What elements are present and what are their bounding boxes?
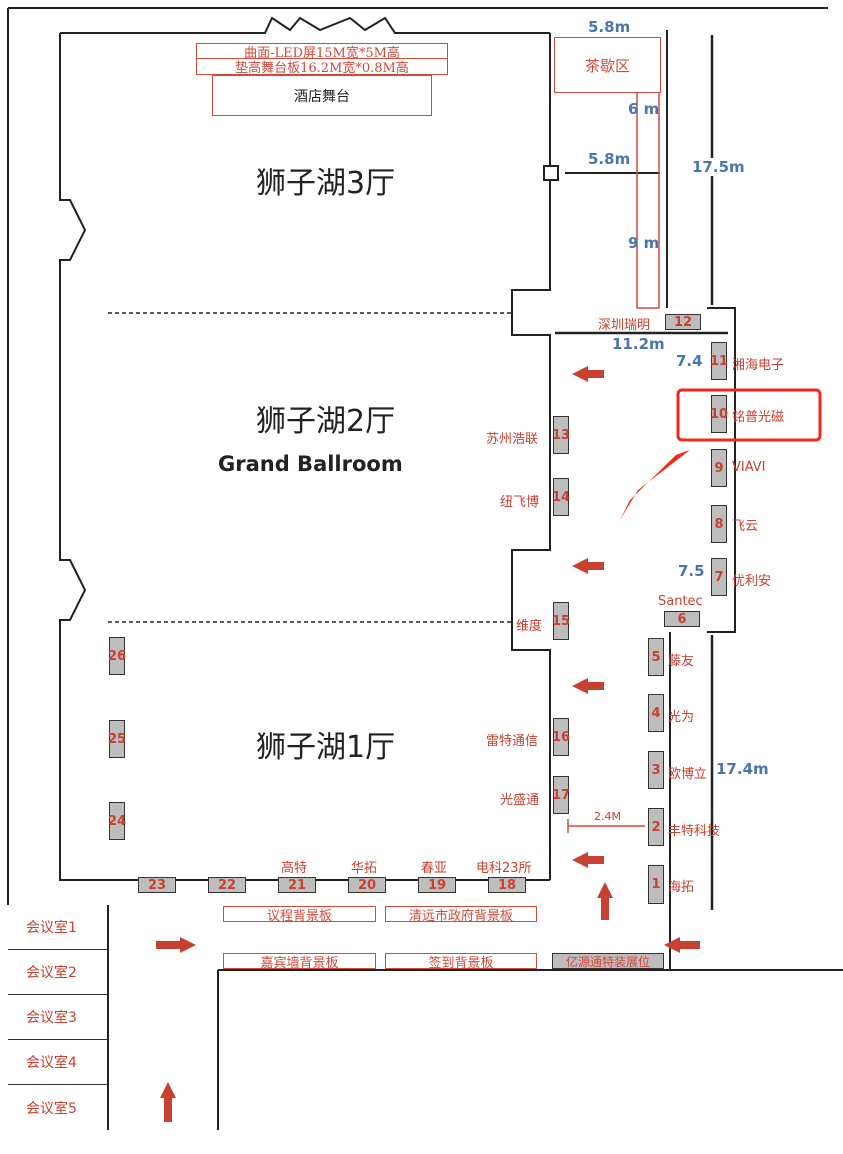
booth-11-name: 湘海电子: [732, 358, 785, 373]
booth-22[interactable]: 22: [208, 877, 246, 893]
special-booth[interactable]: 亿源通特装展位: [552, 953, 664, 969]
booth-17[interactable]: 17: [552, 776, 570, 814]
booth-1[interactable]: 1: [648, 865, 664, 904]
dimension: 11.2m: [612, 335, 665, 353]
dimension: 2.4M: [594, 810, 621, 823]
booth-23[interactable]: 23: [138, 877, 176, 893]
booth-11[interactable]: 11: [710, 342, 728, 380]
booth-8-name: 飞云: [732, 519, 759, 534]
booth-18-name: 电科23所: [476, 861, 532, 876]
booth-9-name: VIAVI: [732, 460, 766, 475]
meeting-room-1[interactable]: 会议室1: [8, 905, 108, 950]
hall-3-label: 狮子湖3厅: [256, 166, 396, 201]
booth-3-name: 欧博立: [668, 767, 708, 782]
stage-riser: 垫高舞台板16.2M宽*0.8M高: [196, 58, 448, 76]
dimension: 17.4m: [716, 760, 769, 778]
booth-13[interactable]: 13: [552, 416, 570, 454]
meeting-room-3[interactable]: 会议室3: [8, 995, 108, 1040]
booth-4-name: 光为: [668, 710, 695, 725]
government-board: 清远市政府背景板: [385, 906, 537, 924]
ballroom-label: Grand Ballroom: [218, 452, 403, 476]
booth-7[interactable]: 7: [711, 558, 727, 596]
booth-15-name: 维度: [516, 619, 543, 634]
hall-2-label: 狮子湖2厅: [256, 404, 396, 439]
booth-8[interactable]: 8: [711, 505, 727, 543]
booth-1-name: 海拓: [668, 880, 695, 895]
booth-13-name: 苏州浩联: [486, 432, 539, 447]
booth-16-name: 雷特通信: [486, 734, 539, 749]
booth-2-name: 丰特科技: [668, 824, 721, 839]
hotel-stage: 酒店舞台: [212, 75, 432, 116]
booth-14-name: 纽飞博: [500, 495, 540, 510]
agenda-board: 议程背景板: [223, 906, 376, 924]
highlight-box: [676, 388, 822, 442]
booth-3[interactable]: 3: [648, 751, 664, 789]
booth-6[interactable]: 6: [664, 611, 700, 627]
booth-9[interactable]: 9: [711, 449, 727, 487]
booth-18[interactable]: 18: [488, 877, 526, 893]
dimension: 6 m: [628, 100, 660, 118]
booth-5[interactable]: 5: [648, 638, 664, 676]
booth-5-name: 藤友: [668, 654, 695, 669]
booth-21-name: 高特: [281, 861, 308, 876]
meeting-room-4[interactable]: 会议室4: [8, 1040, 108, 1085]
sign-in-board: 签到背景板: [385, 953, 537, 971]
meeting-room-5[interactable]: 会议室5: [26, 1100, 77, 1117]
dimension: 7.4: [676, 352, 703, 370]
dimension: 5.8m: [588, 150, 631, 168]
tea-area: 茶歇区: [554, 37, 661, 93]
booth-16[interactable]: 16: [552, 718, 570, 756]
booth-10-name: 铭普光磁: [732, 410, 785, 425]
dimension: 7.5: [678, 562, 705, 580]
booth-12-name: 深圳瑞明: [598, 318, 651, 333]
booth-15[interactable]: 15: [552, 602, 570, 640]
booth-10[interactable]: 10: [710, 395, 728, 433]
meeting-room-2[interactable]: 会议室2: [8, 950, 108, 995]
dimension: 17.5m: [692, 158, 745, 176]
booth-6-name: Santec: [658, 594, 703, 609]
led-screen: 曲面-LED屏15M宽*5M高: [196, 43, 448, 61]
dimension: 9 m: [628, 234, 660, 252]
booth-24[interactable]: 24: [108, 802, 126, 840]
booth-19-name: 春亚: [421, 861, 448, 876]
booth-19[interactable]: 19: [418, 877, 456, 893]
booth-4[interactable]: 4: [648, 694, 664, 732]
hall-1-label: 狮子湖1厅: [256, 730, 396, 765]
booth-7-name: 优利安: [732, 574, 772, 589]
booth-20-name: 华拓: [351, 861, 378, 876]
booth-21[interactable]: 21: [278, 877, 316, 893]
guest-wall-board: 嘉宾墙背景板: [223, 953, 376, 971]
booth-17-name: 光盛通: [500, 793, 540, 808]
booth-14[interactable]: 14: [552, 478, 570, 516]
booth-12[interactable]: 12: [665, 314, 701, 330]
booth-26[interactable]: 26: [108, 637, 126, 675]
booth-25[interactable]: 25: [108, 720, 126, 758]
dimension: 5.8m: [588, 18, 631, 36]
booth-20[interactable]: 20: [348, 877, 386, 893]
booth-2[interactable]: 2: [648, 808, 664, 846]
